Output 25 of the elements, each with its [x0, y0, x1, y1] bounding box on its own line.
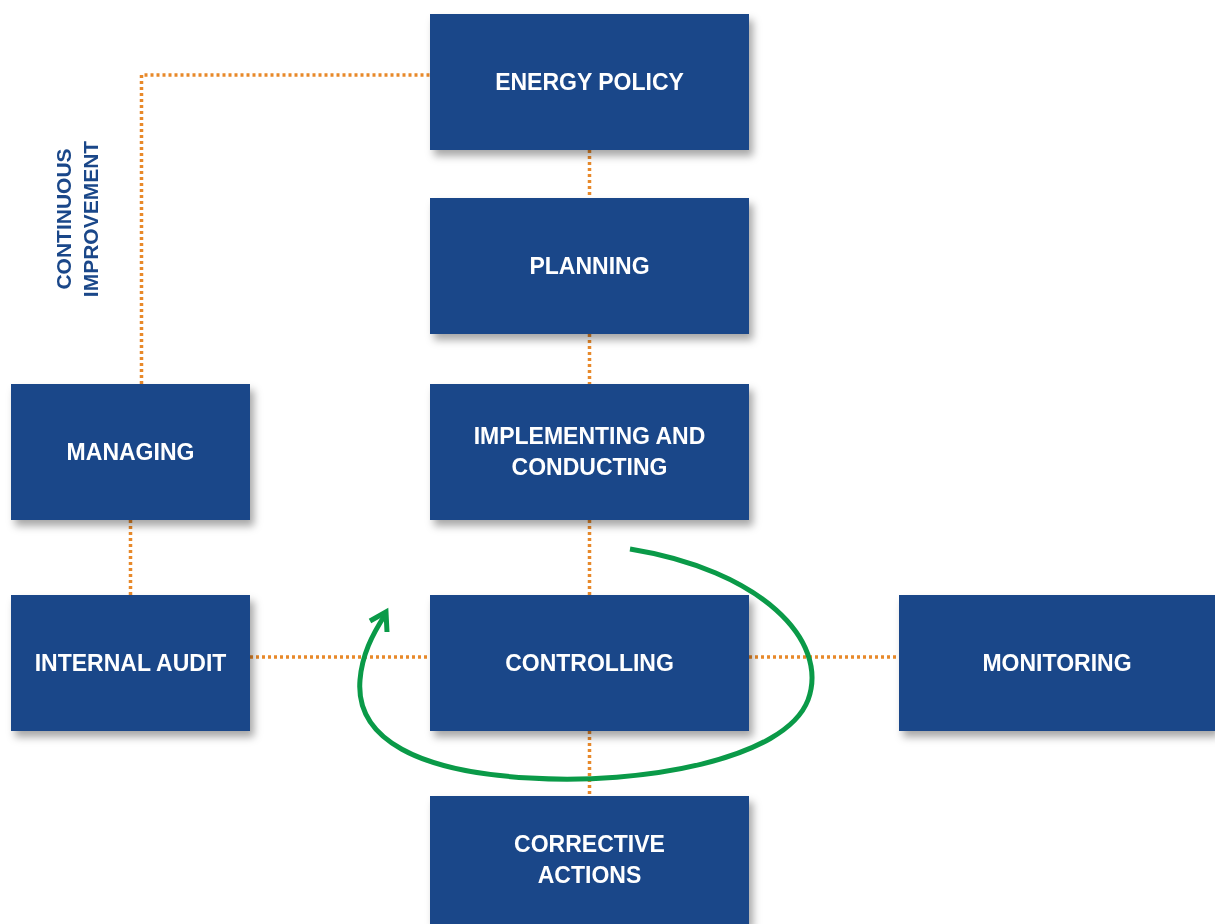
dotted-connector [587, 150, 592, 198]
dotted-connector [128, 520, 133, 595]
process-box [11, 384, 250, 520]
box-label: CONTROLLING [505, 648, 674, 678]
box-label: MANAGING [66, 437, 195, 467]
process-box [899, 595, 1215, 731]
box-label: PLANNING [529, 251, 650, 281]
process-box [430, 14, 749, 150]
box-label: CORRECTIVE ACTIONS [513, 830, 666, 890]
box-label: MONITORING [982, 648, 1132, 678]
box-label: INTERNAL AUDIT [34, 648, 227, 678]
process-box [430, 796, 749, 924]
box-label: IMPLEMENTING AND CONDUCTING [472, 422, 707, 482]
dotted-connector [139, 73, 430, 384]
process-box [430, 595, 749, 731]
dotted-connector [587, 731, 592, 796]
side-label: CONTINUOUS IMPROVEMENT [51, 139, 103, 300]
dotted-connector [250, 655, 430, 659]
box-label: ENERGY POLICY [495, 67, 684, 97]
process-box [430, 384, 749, 520]
process-box [430, 198, 749, 334]
process-box [11, 595, 250, 731]
dotted-connector [587, 334, 592, 384]
dotted-connector [587, 520, 592, 595]
dotted-connector [749, 655, 899, 659]
